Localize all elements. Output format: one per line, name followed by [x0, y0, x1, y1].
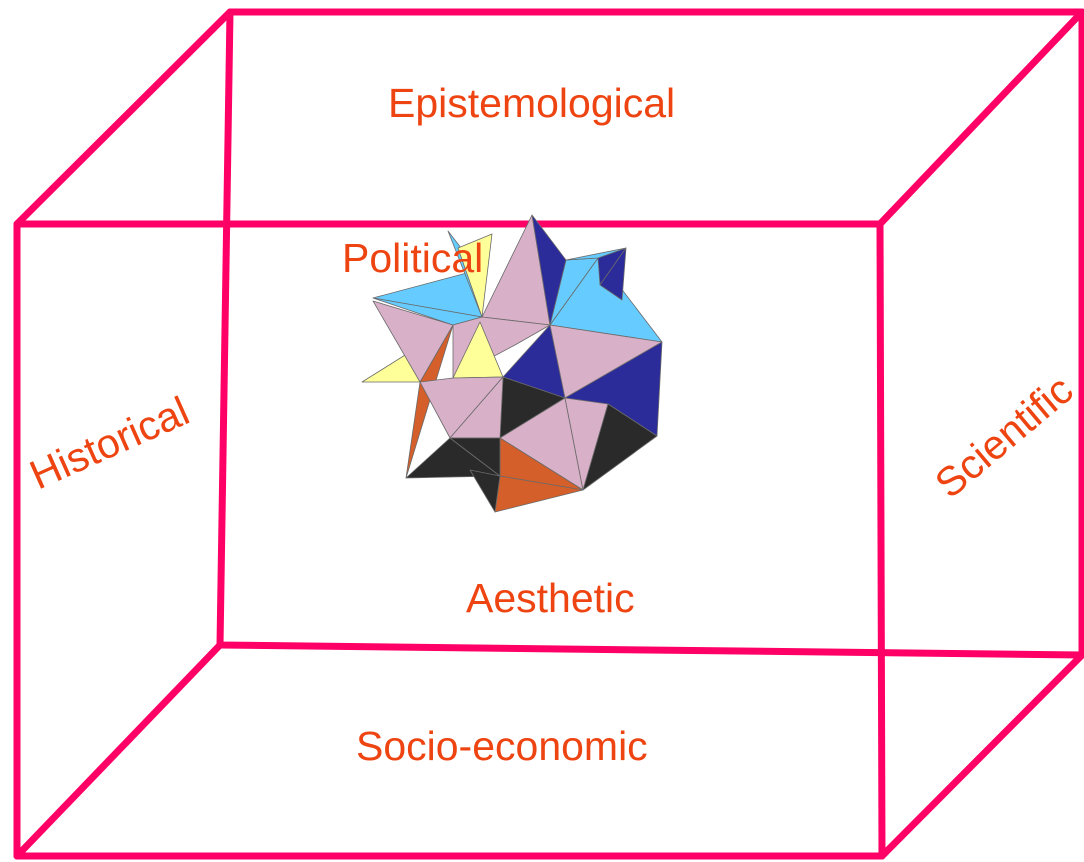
star-facet: [531, 214, 567, 326]
star-facet: [372, 300, 454, 383]
cube-edge-bottom-right: [878, 651, 1084, 860]
cube-frame: [13, 8, 1084, 860]
cube-edge-top-right: [876, 8, 1084, 228]
star-facet: [599, 247, 627, 301]
star-facet: [565, 247, 627, 261]
label-epistemological: Epistemological: [388, 80, 675, 126]
cube-edge-bottom-left: [13, 641, 224, 860]
star-facet: [457, 233, 493, 318]
label-historical: Historical: [23, 388, 196, 499]
star-facet: [449, 437, 501, 477]
star-facet: [469, 469, 501, 513]
label-aesthetic: Aesthetic: [466, 575, 635, 621]
label-scientific: Scientific: [926, 366, 1081, 507]
star-facet: [582, 403, 658, 491]
cube-edge-top-left: [13, 8, 234, 228]
label-political: Political: [342, 235, 483, 281]
stellated-dodecahedron: [361, 214, 663, 513]
label-socio-economic: Socio-economic: [356, 723, 648, 769]
